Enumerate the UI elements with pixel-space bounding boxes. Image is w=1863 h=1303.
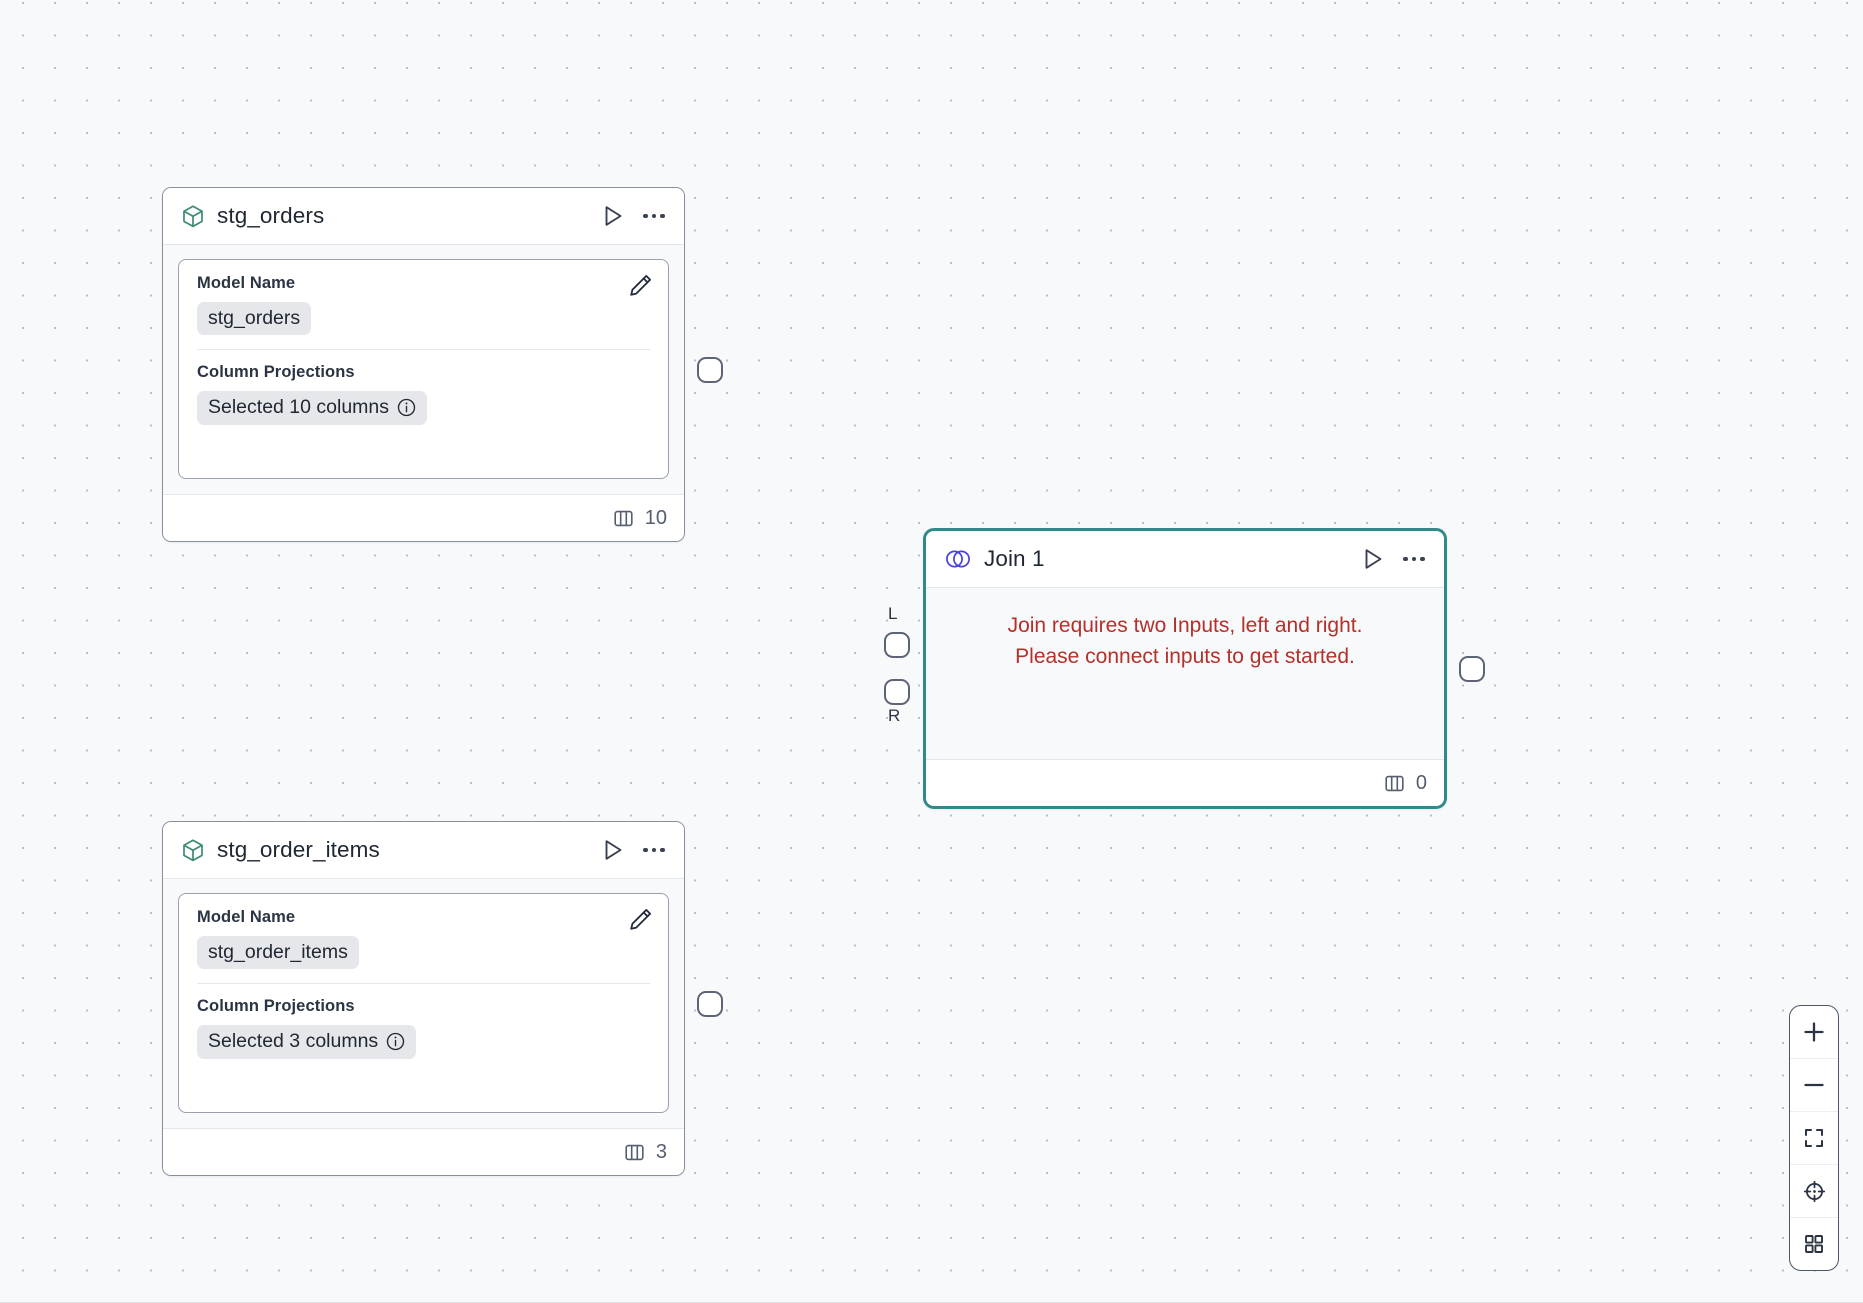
column-projections-value[interactable]: Selected 10 columns [197, 391, 428, 425]
columns-icon [612, 507, 635, 530]
fit-view-icon [1802, 1126, 1826, 1150]
node-stg-orders[interactable]: stg_orders Mo [162, 187, 685, 542]
error-line-1: Join requires two Inputs, left and right… [1007, 614, 1363, 637]
node-header: stg_order_items [163, 822, 684, 879]
node-footer: 3 [163, 1128, 684, 1175]
column-projections-value[interactable]: Selected 3 columns [197, 1025, 417, 1059]
plus-icon [1801, 1019, 1827, 1045]
join-error-message: Join requires two Inputs, left and right… [926, 588, 1444, 672]
node-join-1[interactable]: Join 1 Join requires two Inputs, left an… [923, 528, 1447, 809]
field-divider [197, 983, 650, 985]
model-name-label: Model Name [197, 908, 296, 926]
model-name-text: stg_orders [208, 307, 301, 329]
input-handle-left[interactable] [884, 632, 910, 658]
input-handle-label-right: R [888, 706, 901, 725]
zoom-out-button[interactable] [1790, 1059, 1838, 1112]
columns-count: 10 [644, 506, 667, 529]
error-line-2: Please connect inputs to get started. [1015, 645, 1355, 669]
field-divider [197, 349, 650, 351]
cube-icon [181, 838, 205, 863]
model-config-card: Model Name stg_orders Column Projections… [178, 259, 669, 479]
fit-view-button[interactable] [1790, 1112, 1838, 1165]
output-handle-join-1[interactable] [1459, 656, 1485, 682]
node-title: stg_order_items [217, 837, 380, 862]
toggle-grid-button[interactable] [1790, 1218, 1838, 1270]
node-title: Join 1 [984, 546, 1045, 571]
column-projections-label: Column Projections [197, 363, 355, 382]
info-icon[interactable] [397, 398, 416, 417]
info-icon[interactable] [386, 1032, 405, 1051]
run-icon[interactable] [600, 837, 626, 863]
grid-icon [1802, 1232, 1826, 1256]
column-projections-text: Selected 3 columns [208, 1030, 379, 1053]
zoom-in-button[interactable] [1790, 1006, 1838, 1059]
model-name-value[interactable]: stg_orders [197, 302, 312, 336]
node-body: Model Name stg_order_items Column Projec… [163, 879, 684, 1128]
column-projections-label: Column Projections [197, 997, 355, 1016]
more-options-icon[interactable] [640, 842, 668, 859]
edit-icon[interactable] [627, 272, 654, 299]
input-handle-label-left: L [888, 604, 898, 623]
node-body: Join requires two Inputs, left and right… [926, 588, 1444, 759]
model-name-text: stg_order_items [208, 941, 348, 963]
columns-count: 3 [655, 1140, 667, 1163]
more-options-icon[interactable] [640, 208, 668, 225]
model-name-label: Model Name [197, 274, 296, 292]
run-icon[interactable] [600, 203, 626, 229]
cube-icon [181, 204, 205, 229]
zoom-controls-panel [1789, 1005, 1839, 1271]
columns-icon [1383, 772, 1406, 795]
columns-count: 0 [1415, 771, 1427, 794]
crosshair-icon [1802, 1179, 1827, 1204]
node-header: Join 1 [926, 531, 1444, 588]
model-config-card: Model Name stg_order_items Column Projec… [178, 893, 669, 1113]
run-icon[interactable] [1360, 546, 1386, 572]
minus-icon [1801, 1072, 1827, 1098]
node-header: stg_orders [163, 188, 684, 245]
node-title: stg_orders [217, 203, 325, 228]
join-icon [944, 548, 972, 570]
columns-icon [623, 1141, 646, 1164]
node-footer: 0 [926, 759, 1444, 806]
center-view-button[interactable] [1790, 1165, 1838, 1218]
edit-icon[interactable] [627, 906, 654, 933]
node-body: Model Name stg_orders Column Projections… [163, 245, 684, 494]
node-footer: 10 [163, 494, 684, 541]
output-handle-stg-order-items[interactable] [697, 991, 723, 1017]
output-handle-stg-orders[interactable] [697, 357, 723, 383]
model-name-value[interactable]: stg_order_items [197, 936, 359, 970]
more-options-icon[interactable] [1400, 551, 1428, 568]
column-projections-text: Selected 10 columns [208, 396, 390, 419]
node-stg-order-items[interactable]: stg_order_items [162, 821, 685, 1176]
input-handle-right[interactable] [884, 679, 910, 705]
